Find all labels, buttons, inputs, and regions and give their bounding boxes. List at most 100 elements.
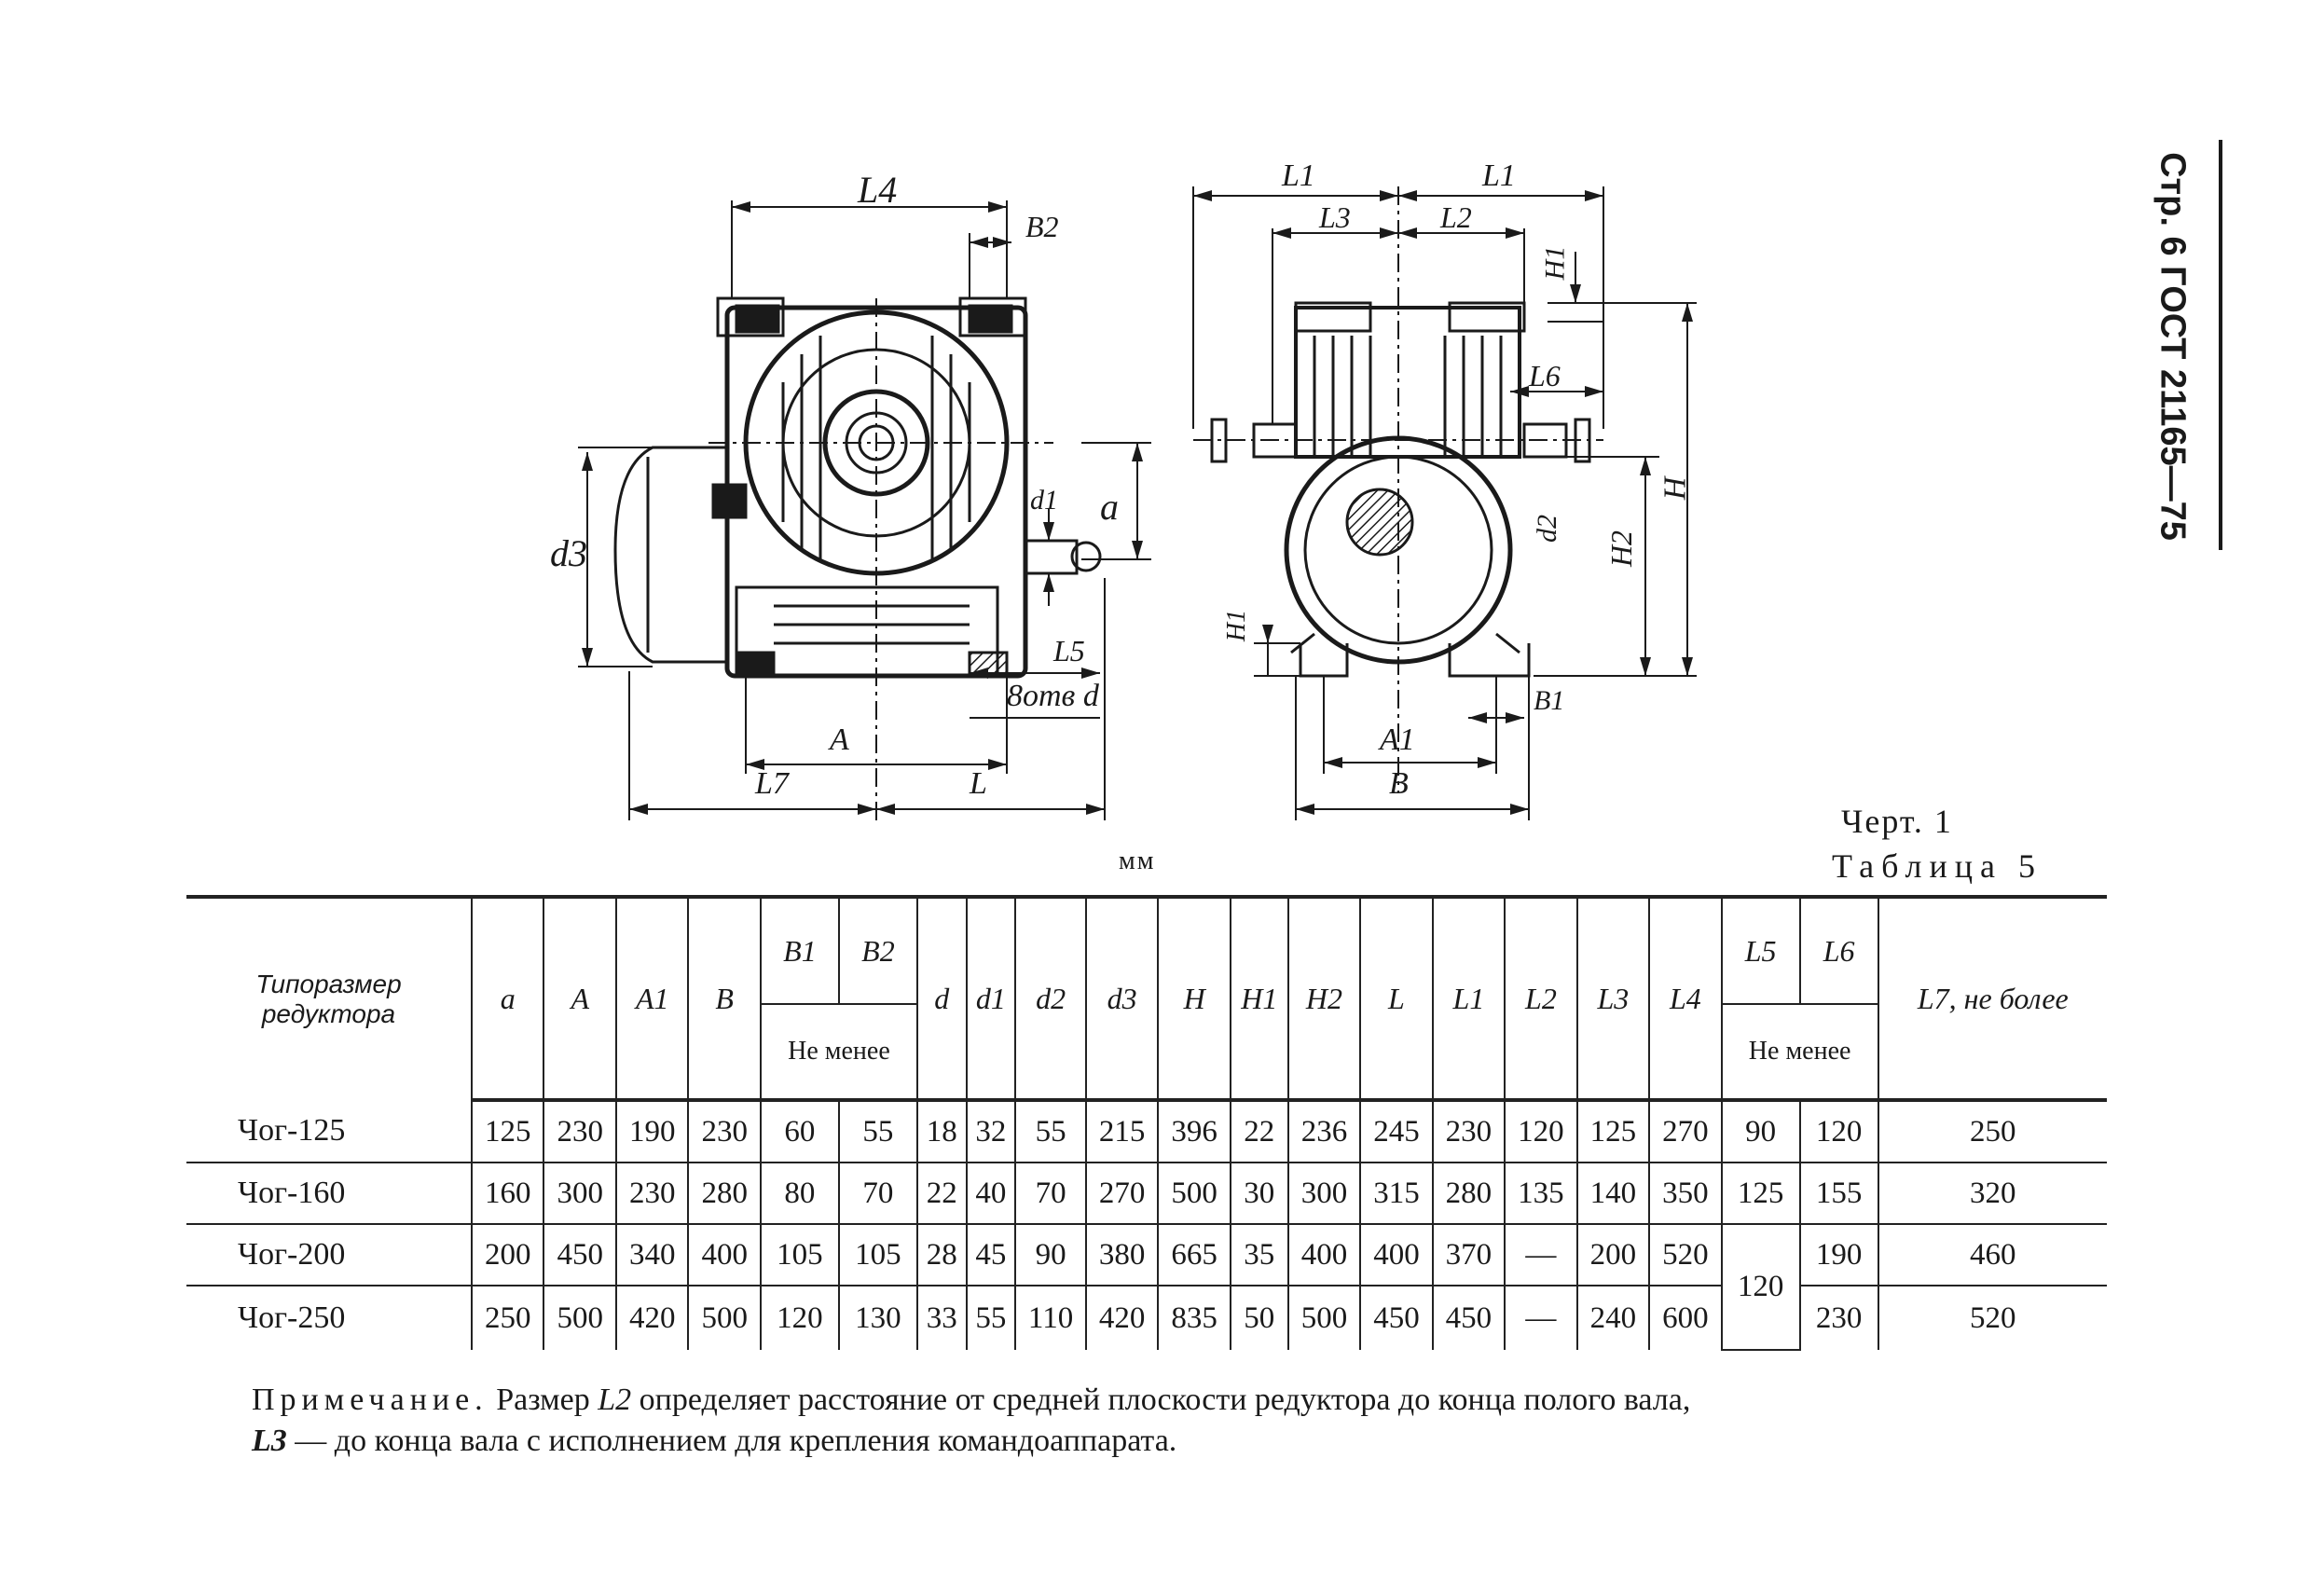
dim-label-L7: L7 [755, 766, 789, 801]
table-cell: 400 [1359, 1224, 1434, 1286]
note-text-3: — до конца вала с исполнением для крепле… [295, 1424, 1177, 1458]
table-cell: 300 [1286, 1163, 1362, 1225]
dim-label-d3: d3 [550, 532, 587, 574]
dim-label-B2: B2 [1025, 210, 1059, 243]
header-col-11: H1 [1229, 895, 1289, 1102]
table-cell: 230 [1798, 1286, 1879, 1350]
table-cell: 200 [470, 1224, 545, 1286]
header-min-note: Не менее [1720, 1003, 1879, 1102]
header-col-10: H [1157, 895, 1231, 1102]
dim-label-d1: d1 [1030, 485, 1058, 516]
table-cell: 120 [759, 1286, 840, 1350]
header-col-1: A [543, 895, 617, 1102]
side-view [1192, 186, 1697, 820]
header-col-4: B1 [759, 895, 840, 1004]
table-title: Таблица 5 [1832, 847, 2043, 885]
dim-label-L5: L5 [1053, 634, 1085, 667]
table-cell: 420 [614, 1286, 690, 1350]
table-cell: 270 [1648, 1100, 1723, 1163]
header-col-3: B [687, 895, 762, 1102]
dim-label-L1-right: L1 [1482, 158, 1516, 193]
header-col-15: L2 [1504, 895, 1578, 1102]
table-cell: 60 [759, 1100, 840, 1163]
table-cell: 215 [1084, 1100, 1160, 1163]
header-col-6: d [915, 895, 968, 1102]
table-cell: 600 [1648, 1286, 1723, 1350]
dim-label-d2: d2 [1532, 515, 1562, 543]
dim-label-holes: 8отв d [1007, 679, 1099, 713]
table-units: мм [1119, 846, 1156, 875]
header-col-16: L3 [1575, 895, 1651, 1102]
header-col-20: L7, не более [1877, 895, 2107, 1102]
table-cell: 55 [837, 1100, 918, 1163]
dim-label-H2: H2 [1604, 530, 1639, 568]
dim-label-B1: B1 [1534, 685, 1565, 716]
note-prefix: Примечание. [252, 1383, 488, 1417]
table-cell: 40 [965, 1163, 1017, 1225]
table-cell: 280 [687, 1163, 762, 1225]
table-cell: 80 [759, 1163, 840, 1225]
header-col-2: A1 [614, 895, 690, 1102]
table-cell: 30 [1229, 1163, 1289, 1225]
technical-drawing [578, 186, 1697, 820]
table-cell: 22 [1229, 1100, 1289, 1163]
table-cell: 250 [470, 1286, 545, 1350]
dim-label-L3: L3 [1319, 200, 1351, 234]
dim-label-a: a [1100, 486, 1119, 528]
table-cell: 396 [1157, 1100, 1231, 1163]
table-cell: 120 [1720, 1224, 1801, 1351]
header-col-19: L6 [1798, 895, 1879, 1004]
table-cell: 120 [1798, 1100, 1879, 1163]
table-cell: 350 [1648, 1163, 1723, 1225]
header-col-5: B2 [837, 895, 918, 1004]
row-typesize: Чог-250 [186, 1286, 473, 1350]
table-cell: 160 [470, 1163, 545, 1225]
table-cell: 250 [1877, 1100, 2107, 1163]
table-cell: 18 [915, 1100, 968, 1163]
dim-label-H1-bottom: H1 [1222, 609, 1252, 642]
table-cell: 125 [1575, 1100, 1651, 1163]
table-cell: 90 [1014, 1224, 1087, 1286]
table-cell: 135 [1504, 1163, 1578, 1225]
table-cell: 35 [1229, 1224, 1289, 1286]
table-cell: 130 [837, 1286, 918, 1350]
table-cell: 120 [1504, 1100, 1578, 1163]
table-cell: 450 [1359, 1286, 1434, 1350]
note-symbol-1: L2 [598, 1383, 632, 1417]
table-cell: 140 [1575, 1163, 1651, 1225]
table-cell: 370 [1431, 1224, 1506, 1286]
table-cell: 500 [687, 1286, 762, 1350]
header-col-7: d1 [965, 895, 1017, 1102]
dim-label-L4: L4 [858, 169, 898, 211]
table-cell: 230 [1431, 1100, 1506, 1163]
note-symbol-2: L3 [252, 1424, 287, 1458]
table-cell: 500 [1157, 1163, 1231, 1225]
row-typesize: Чог-160 [186, 1163, 473, 1225]
table-cell: 105 [837, 1224, 918, 1286]
table-cell: 105 [759, 1224, 840, 1286]
dim-label-B: B [1389, 766, 1409, 801]
table-note: Примечание. Размер L2 определяет расстоя… [252, 1380, 2079, 1462]
table-cell: 835 [1157, 1286, 1231, 1350]
header-col-13: L [1359, 895, 1434, 1102]
table-cell: 340 [614, 1224, 690, 1286]
table-cell: 520 [1877, 1286, 2107, 1350]
table-cell: — [1504, 1224, 1578, 1286]
table-cell: 155 [1798, 1163, 1879, 1225]
table-cell: 190 [614, 1100, 690, 1163]
table-cell: 400 [687, 1224, 762, 1286]
table-cell: 55 [965, 1286, 1017, 1350]
table-cell: 320 [1877, 1163, 2107, 1225]
table-cell: 190 [1798, 1224, 1879, 1286]
table-cell: 236 [1286, 1100, 1362, 1163]
table-cell: 50 [1229, 1286, 1289, 1350]
page-reference-header: Стр. 6 ГОСТ 21165—75 [2116, 140, 2222, 550]
table-cell: 200 [1575, 1224, 1651, 1286]
table-cell: 315 [1359, 1163, 1434, 1225]
note-text-1: Размер [496, 1383, 590, 1417]
